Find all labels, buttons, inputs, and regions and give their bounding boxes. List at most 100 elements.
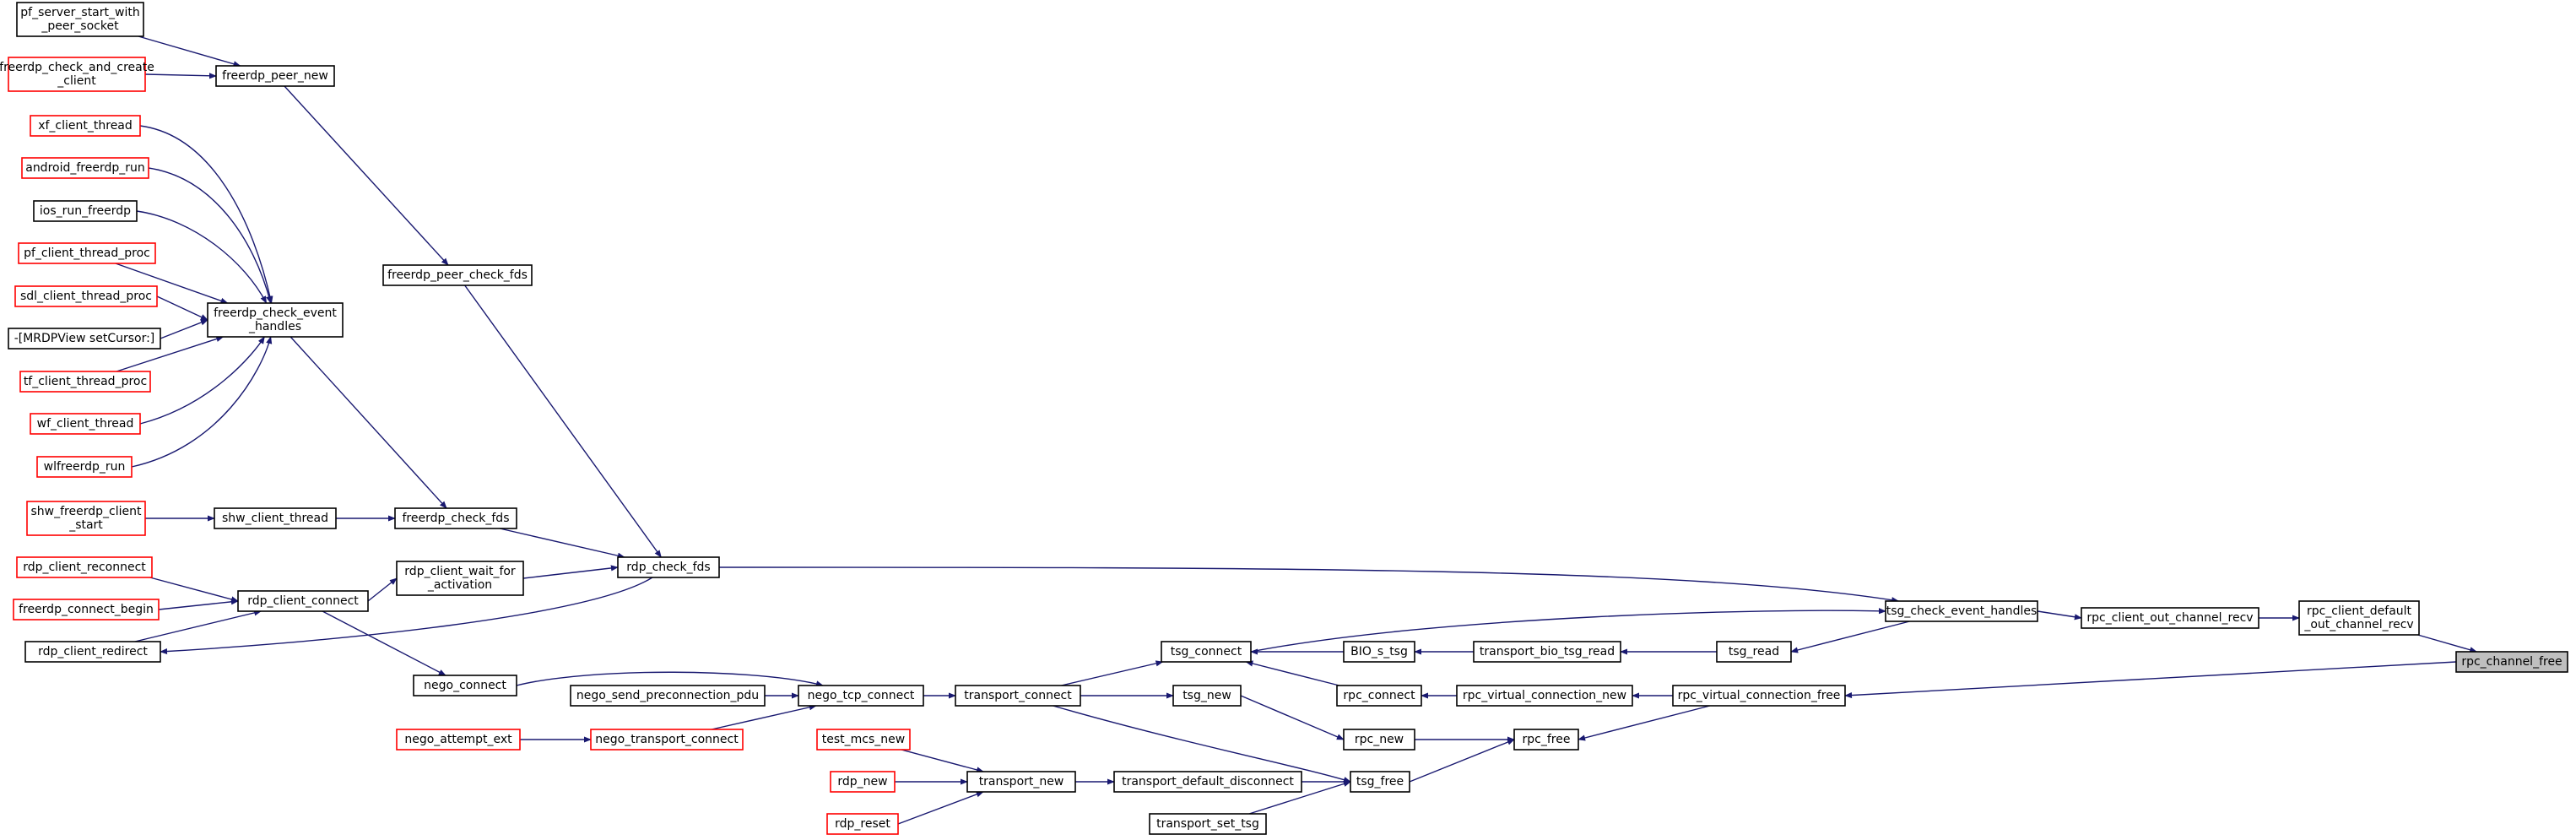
node-peer-check[interactable]: freerdp_peer_check_fds	[382, 264, 533, 286]
node-nego-transport[interactable]: nego_transport_connect	[590, 729, 744, 751]
node-attempt-ext[interactable]: nego_attempt_ext	[396, 729, 521, 751]
node-redirect[interactable]: rdp_client_redirect	[24, 641, 161, 663]
node-mrdp[interactable]: -[MRDPView setCursor:]	[8, 328, 161, 350]
edge-rdp-check-to-redirect	[160, 577, 653, 655]
node-ios-run[interactable]: ios_run_freerdp	[33, 200, 138, 222]
node-label: transport_new	[979, 775, 1064, 789]
node-box	[1161, 641, 1252, 663]
node-pf-thread[interactable]: pf_client_thread_proc	[18, 242, 156, 264]
node-label: rdp_client_reconnect	[23, 561, 146, 574]
node-box	[413, 675, 517, 696]
node-default-recv[interactable]: rpc_client_default_out_channel_recv	[2298, 600, 2420, 636]
node-peer-new[interactable]: freerdp_peer_new	[215, 65, 335, 87]
edge-android-run-to-check-event	[148, 167, 273, 304]
node-tsg-read[interactable]: tsg_read	[1716, 641, 1792, 663]
node-channel-free[interactable]: rpc_channel_free	[2455, 651, 2568, 673]
node-rdp-check[interactable]: rdp_check_fds	[617, 556, 720, 578]
edge-wait-act-to-rdp-check	[522, 565, 619, 579]
node-bio-read[interactable]: transport_bio_tsg_read	[1473, 641, 1621, 663]
node-check-create[interactable]: freerdp_check_and_create_client	[0, 57, 154, 92]
node-rpc-connect[interactable]: rpc_connect	[1336, 685, 1422, 707]
node-label: nego_tcp_connect	[808, 689, 915, 702]
node-rpc-new[interactable]: rpc_new	[1343, 729, 1415, 751]
node-label: _client	[57, 74, 96, 88]
node-wait-act[interactable]: rdp_client_wait_for_activation	[396, 561, 524, 596]
edge-nego-connect-to-nego-tcp	[516, 671, 824, 687]
node-wf-thread[interactable]: wf_client_thread	[30, 413, 141, 435]
node-out-recv[interactable]: rpc_client_out_channel_recv	[2081, 607, 2259, 629]
node-tf-thread[interactable]: tf_client_thread_proc	[19, 371, 151, 393]
node-rdp-new[interactable]: rdp_new	[830, 771, 896, 793]
node-rpc-free[interactable]: rpc_free	[1513, 729, 1579, 751]
edge-tf-thread-to-check-event	[116, 336, 225, 372]
node-sdl-thread[interactable]: sdl_client_thread_proc	[14, 285, 158, 307]
node-rdp-reset[interactable]: rdp_reset	[826, 813, 899, 835]
edge-tsg-events-to-out-recv	[2037, 610, 2082, 621]
node-shw-thread[interactable]: shw_client_thread	[214, 507, 337, 529]
node-label: rdp_check_fds	[626, 561, 710, 574]
edge-set-tsg-to-tsg-free	[1248, 781, 1351, 815]
node-test-mcs[interactable]: test_mcs_new	[816, 729, 911, 751]
node-send-pcpdu[interactable]: nego_send_preconnection_pdu	[570, 685, 766, 707]
node-box	[16, 2, 144, 37]
node-nego-connect[interactable]: nego_connect	[413, 675, 517, 696]
edge-check-fds-to-rdp-check	[499, 528, 625, 559]
node-label: transport_bio_tsg_read	[1480, 645, 1615, 658]
node-client-connect[interactable]: rdp_client_connect	[237, 590, 369, 612]
node-box	[382, 264, 533, 286]
node-box	[26, 501, 146, 536]
edge-tsg-events-to-tsg-read	[1790, 621, 1910, 653]
edge-client-connect-to-wait-act	[367, 577, 398, 602]
node-shw-start[interactable]: shw_freerdp_client_start	[26, 501, 146, 536]
node-label: rdp_client_connect	[247, 594, 359, 608]
node-tsg-events[interactable]: tsg_check_event_handles	[1885, 600, 2038, 622]
node-label: rdp_new	[837, 775, 887, 789]
node-box	[237, 590, 369, 612]
node-label: transport_default_disconnect	[1122, 775, 1294, 789]
node-transport-connect[interactable]: transport_connect	[955, 685, 1081, 707]
node-android-run[interactable]: android_freerdp_run	[21, 157, 149, 179]
edge-pf-thread-to-check-event	[115, 263, 229, 304]
node-box	[2298, 600, 2420, 636]
edge-rdp-check-to-tsg-events	[718, 566, 1900, 604]
edge-nego-transport-to-nego-tcp	[711, 704, 817, 730]
node-check-event[interactable]: freerdp_check_event_handles	[207, 302, 344, 338]
edge-channel-free-to-rvc-free	[1844, 661, 2457, 699]
node-tsg-connect[interactable]: tsg_connect	[1161, 641, 1252, 663]
node-box	[2081, 607, 2259, 629]
node-box	[8, 328, 161, 350]
node-tsg-new[interactable]: tsg_new	[1172, 685, 1242, 707]
node-box	[207, 302, 344, 338]
edge-xf-thread-to-check-event	[139, 125, 273, 304]
node-tsg-free[interactable]: tsg_free	[1350, 771, 1410, 793]
node-reconnect[interactable]: rdp_client_reconnect	[16, 556, 153, 578]
edge-peer-check-to-rdp-check	[464, 285, 662, 558]
edge-tsg-free-to-rpc-free	[1409, 739, 1515, 783]
node-label: freerdp_peer_new	[222, 69, 328, 83]
edge-test-mcs-to-transport-new	[901, 749, 984, 773]
node-label: shw_freerdp_client	[31, 505, 142, 518]
node-pf-start[interactable]: pf_server_start_with_peer_socket	[16, 2, 144, 37]
node-bio-tsg[interactable]: BIO_s_tsg	[1343, 641, 1415, 663]
node-label: freerdp_check_fds	[403, 512, 510, 525]
node-label: tsg_check_event_handles	[1886, 604, 2038, 618]
node-xf-thread[interactable]: xf_client_thread	[30, 115, 141, 137]
node-label: _peer_socket	[41, 19, 119, 33]
node-connect-begin[interactable]: freerdp_connect_begin	[13, 599, 160, 621]
node-box	[1149, 813, 1267, 835]
node-rvc-free[interactable]: rpc_virtual_connection_free	[1672, 685, 1846, 707]
node-label: _start	[68, 518, 103, 532]
node-label: nego_connect	[424, 679, 506, 692]
node-wlf-run[interactable]: wlfreerdp_run	[36, 456, 133, 478]
node-check-fds[interactable]: freerdp_check_fds	[394, 507, 517, 529]
node-set-tsg[interactable]: transport_set_tsg	[1149, 813, 1267, 835]
node-transport-new[interactable]: transport_new	[966, 771, 1076, 793]
node-rvc-new[interactable]: rpc_virtual_connection_new	[1456, 685, 1633, 707]
node-tdd[interactable]: transport_default_disconnect	[1113, 771, 1302, 793]
node-nego-tcp[interactable]: nego_tcp_connect	[798, 685, 924, 707]
edge-rdp-reset-to-transport-new	[897, 791, 984, 825]
edge-rpc-connect-to-tsg-connect	[1245, 660, 1339, 686]
node-box	[1716, 641, 1792, 663]
